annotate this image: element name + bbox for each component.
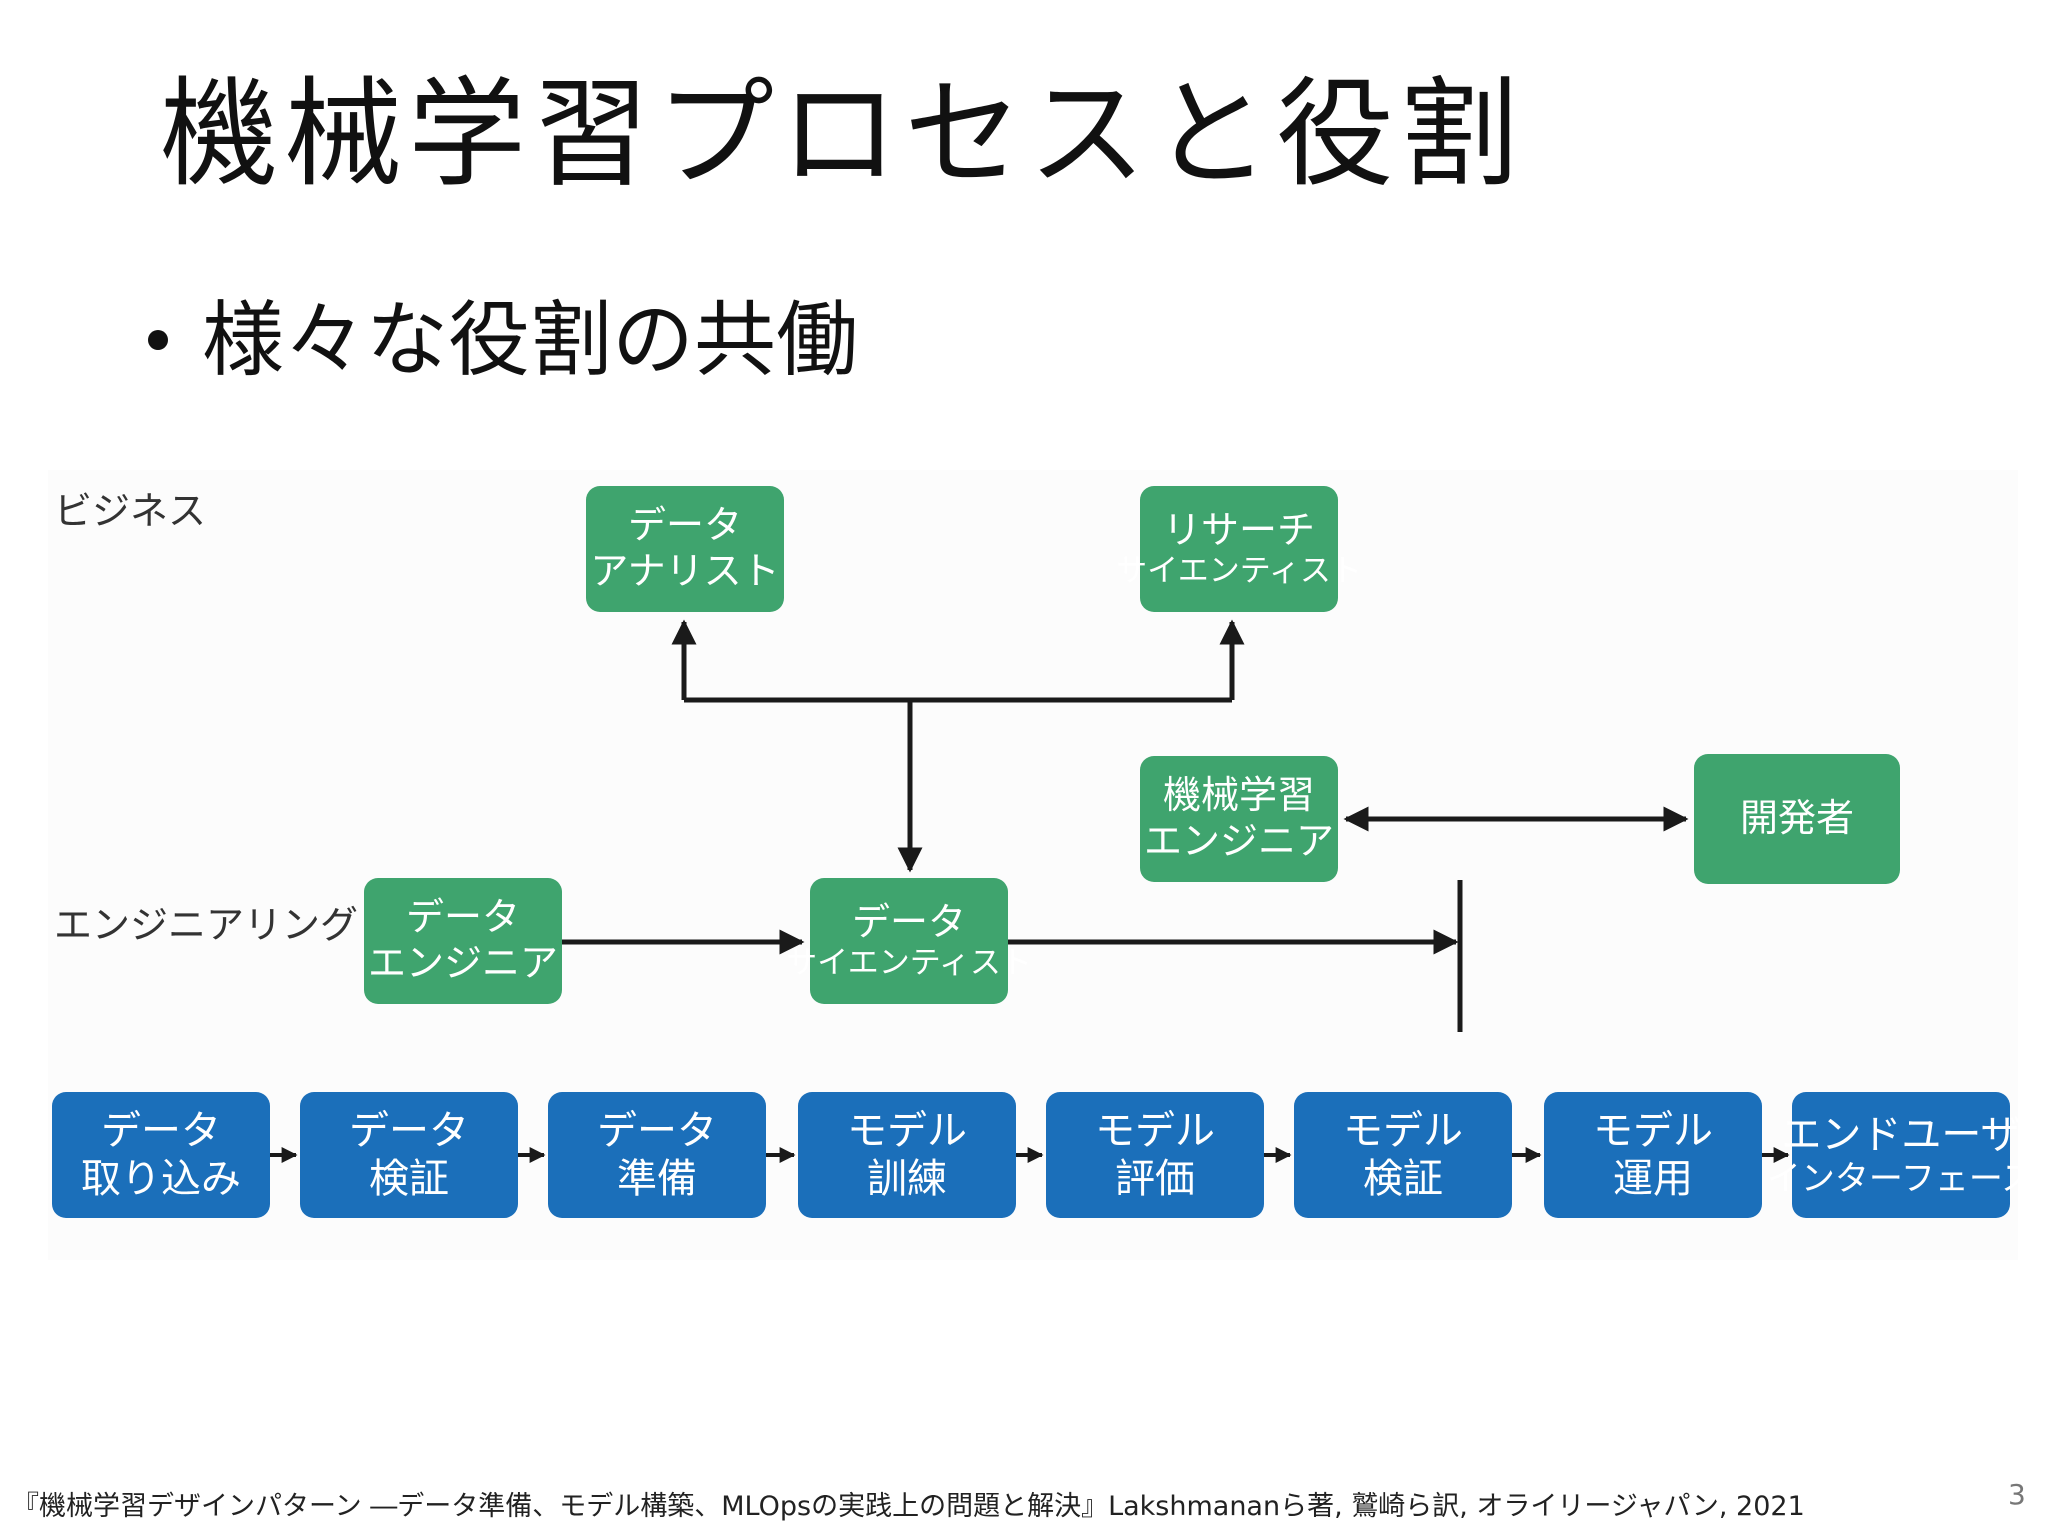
step-line: データ	[101, 1108, 221, 1154]
row-label-business: ビジネス	[54, 489, 207, 533]
step-model-validation: モデル 検証	[1294, 1092, 1512, 1218]
role-line: 機械学習	[1162, 773, 1315, 818]
step-line: 訓練	[867, 1156, 947, 1202]
step-line: モデル	[847, 1108, 967, 1154]
step-line: 運用	[1613, 1156, 1693, 1202]
row-label-engineering: エンジニアリング	[54, 903, 359, 947]
step-line: エンドユーザ	[1781, 1111, 2021, 1158]
role-line: データ	[405, 895, 520, 940]
step-model-operation: モデル 運用	[1544, 1092, 1762, 1218]
role-line: リサーチ	[1162, 507, 1315, 552]
role-line: データ	[851, 899, 966, 944]
page-number: 3	[2008, 1478, 2026, 1511]
role-line: アナリスト	[590, 549, 780, 593]
step-line: 評価	[1115, 1156, 1195, 1202]
step-data-preparation: データ 準備	[548, 1092, 766, 1218]
bullet-text: 様々な役割の共働	[202, 293, 859, 388]
role-research-scientist: リサーチ サイエンティスト	[1116, 486, 1362, 612]
step-end-user-interface: エンドユーザ インターフェース	[1767, 1092, 2035, 1218]
role-line: 開発者	[1739, 796, 1854, 841]
step-line: データ	[349, 1108, 469, 1154]
role-line: エンジニア	[367, 941, 558, 985]
role-line: サイエンティスト	[1116, 553, 1362, 590]
citation-footer: 『機械学習デザインパターン ―データ準備、モデル構築、MLOpsの実践上の問題と…	[12, 1491, 1805, 1522]
step-line: 準備	[617, 1156, 697, 1202]
slide-title: 機械学習プロセスと役割	[160, 65, 1525, 203]
step-model-evaluation: モデル 評価	[1046, 1092, 1264, 1218]
role-developer: 開発者	[1694, 754, 1900, 884]
role-ml-engineer: 機械学習 エンジニア	[1140, 756, 1338, 882]
role-data-analyst: データ アナリスト	[586, 486, 784, 612]
step-line: 取り込み	[81, 1156, 241, 1202]
step-line: インターフェース	[1766, 1158, 2036, 1199]
role-line: データ	[627, 503, 742, 548]
bullet-icon	[148, 329, 168, 350]
step-line: データ	[597, 1108, 717, 1154]
step-line: 検証	[369, 1156, 449, 1202]
step-model-training: モデル 訓練	[798, 1092, 1016, 1218]
role-line: エンジニア	[1143, 819, 1334, 863]
role-data-scientist: データ サイエンティスト	[786, 878, 1032, 1004]
role-line: サイエンティスト	[786, 945, 1032, 982]
step-line: モデル	[1343, 1108, 1463, 1154]
role-data-engineer: データ エンジニア	[364, 878, 562, 1004]
step-line: モデル	[1593, 1108, 1713, 1154]
step-line: モデル	[1095, 1108, 1215, 1154]
step-data-validation: データ 検証	[300, 1092, 518, 1218]
step-data-ingestion: データ 取り込み	[52, 1092, 270, 1218]
step-line: 検証	[1363, 1156, 1443, 1202]
bullet-item: 様々な役割の共働	[148, 293, 859, 388]
